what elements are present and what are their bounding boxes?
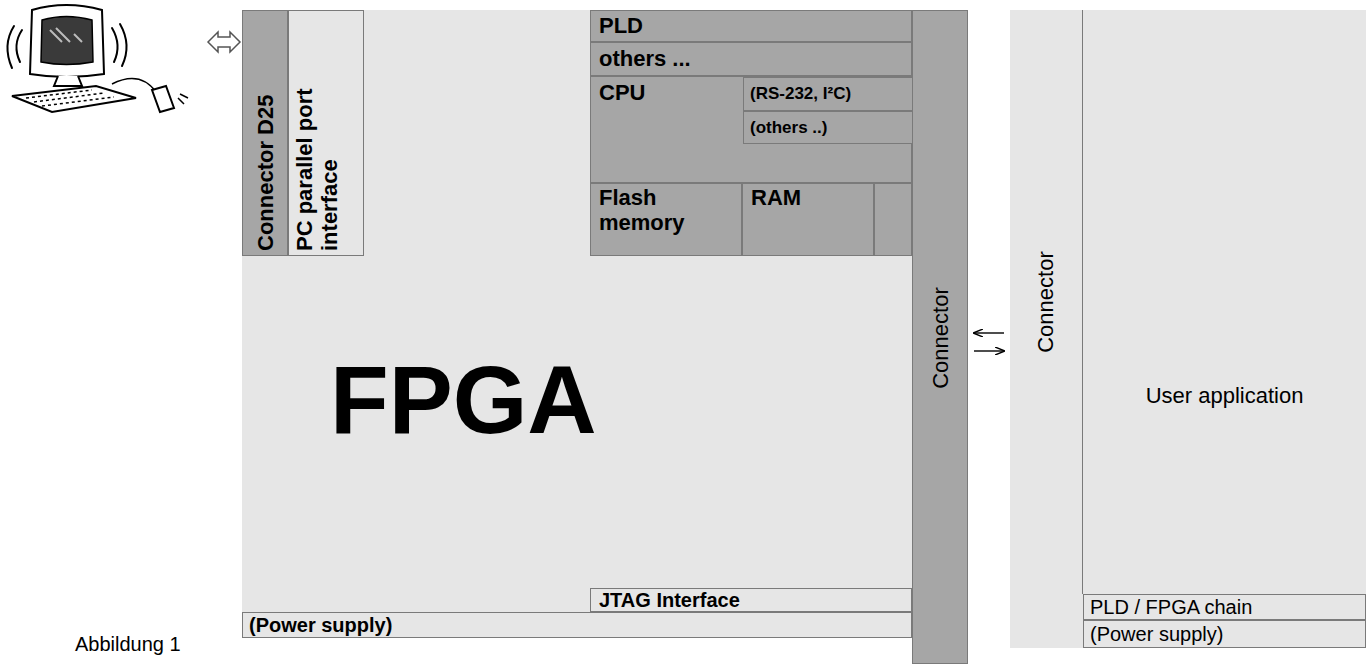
interface-row: (others ..) <box>743 111 913 144</box>
motion-line <box>112 28 118 62</box>
band-label: (Power supply) <box>249 614 392 636</box>
double-arrow <box>208 32 240 52</box>
rotated-frame: Connector <box>1010 10 1083 594</box>
block-label: RAM <box>751 186 801 211</box>
rotated-frame: Connector <box>913 11 969 664</box>
rotated-frame: PC parallel port interface <box>289 11 365 257</box>
motion-line <box>7 26 14 68</box>
board-title: FPGA <box>330 346 597 454</box>
power-band: (Power supply) <box>242 612 912 638</box>
power-band: (Power supply) <box>1083 620 1366 648</box>
mouse <box>112 79 188 112</box>
figure-caption: Abbildung 1 <box>75 633 181 656</box>
connector-label: Connector <box>1034 251 1059 353</box>
band-label: JTAG Interface <box>599 589 740 611</box>
interface-label: PC parallel port interface <box>293 61 342 251</box>
fpga-board <box>242 10 912 638</box>
memory-block: RAM <box>742 183 874 256</box>
interface-row: (RS-232, I²C) <box>743 77 913 111</box>
interface-list: (RS-232, I²C) <box>750 84 851 103</box>
jtag-band: JTAG Interface <box>590 588 912 612</box>
computer-illustration <box>0 0 250 130</box>
connector-label: Connector <box>929 287 954 389</box>
block-label: CPU <box>599 81 645 106</box>
connector-column: Connector D25 <box>242 10 288 256</box>
motion-line <box>16 30 22 62</box>
band-label: (Power supply) <box>1090 623 1223 645</box>
board-title: User application <box>1146 384 1304 409</box>
cpu-block: CPU (RS-232, I²C) (others ..) <box>590 76 912 183</box>
chain-band: PLD / FPGA chain <box>1083 594 1366 620</box>
rotated-frame: Connector D25 <box>243 11 289 257</box>
interface-list: (others ..) <box>750 118 827 137</box>
interface-column: PC parallel port interface <box>288 10 364 256</box>
memory-block: Flash memory <box>590 183 742 256</box>
block-label: PLD <box>599 14 643 39</box>
board-connector: Connector <box>1010 10 1083 594</box>
application-board: User application ConnectorPLD / FPGA chai… <box>1010 10 1366 648</box>
keyboard <box>12 86 136 112</box>
arrow-line <box>974 350 1004 351</box>
others-row: others ... <box>590 42 912 76</box>
pld-row: PLD <box>590 10 912 42</box>
spare-cell <box>875 184 912 256</box>
monitor <box>30 5 104 86</box>
peripheral-block <box>590 10 912 256</box>
block-label: Flash memory <box>599 186 709 235</box>
band-label: PLD / FPGA chain <box>1090 596 1252 618</box>
block-label: others ... <box>599 47 691 72</box>
arrow-line <box>974 332 1004 333</box>
fpga-board: FPGA Connector D25 PC parallel port interf… <box>242 10 912 638</box>
motion-line <box>120 24 127 66</box>
signal-arrows <box>974 333 1004 351</box>
connector-label: Connector D25 <box>254 95 279 251</box>
board-connector: Connector <box>912 10 968 664</box>
